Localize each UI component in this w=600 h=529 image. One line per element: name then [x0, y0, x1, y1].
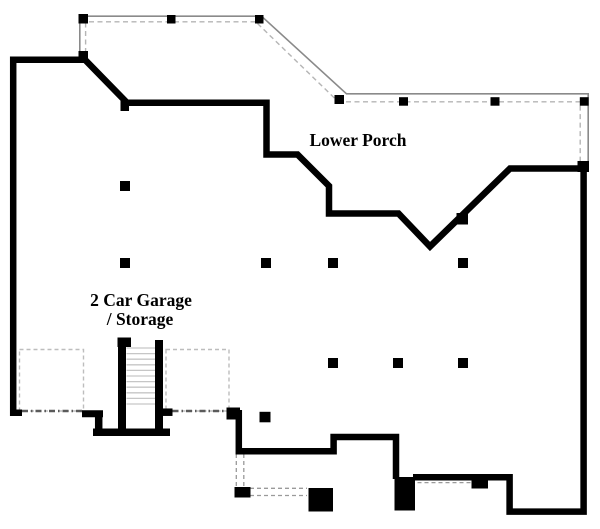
- porch-post: [399, 97, 408, 106]
- porch-post: [78, 51, 88, 60]
- porch-post: [167, 15, 176, 24]
- wall-notch: [120, 101, 129, 111]
- wall-pier-block: [234, 487, 251, 498]
- wall-blocks: [120, 101, 589, 512]
- porch-outer-line: [80, 15, 589, 164]
- porch-inner-dash-diagonal: [257, 22, 338, 102]
- porch-posts: [78, 14, 589, 106]
- stair-treads: [126, 347, 155, 405]
- wall-pier-block: [308, 488, 333, 512]
- exterior-walls: [9, 56, 587, 515]
- pier: [261, 258, 271, 268]
- lower-porch-label: Lower Porch: [309, 130, 406, 150]
- garage-stair-walls: [82, 337, 173, 436]
- garage-door-zone-right: [165, 348, 230, 412]
- outer-wall-main: [9, 56, 587, 515]
- porch-post: [334, 95, 344, 104]
- pier: [393, 358, 403, 368]
- garage-label-line2: / Storage: [106, 309, 174, 329]
- porch-post: [78, 14, 88, 24]
- pier: [120, 181, 130, 191]
- pier: [456, 213, 468, 225]
- garage-label-line1: 2 Car Garage: [90, 290, 192, 310]
- porch-post: [255, 15, 264, 24]
- pier: [120, 258, 130, 268]
- pier: [458, 358, 468, 368]
- room-labels: Lower Porch 2 Car Garage / Storage: [90, 130, 407, 329]
- wall-pier-block: [394, 477, 415, 511]
- structural-piers: [120, 181, 488, 489]
- pier: [328, 358, 338, 368]
- outer-wall-bottom-steps: [235, 410, 400, 479]
- pier: [259, 411, 271, 423]
- stair-wall-cap: [117, 337, 131, 347]
- wall-corner-block: [577, 161, 589, 172]
- pier: [471, 474, 488, 489]
- pier: [328, 258, 338, 268]
- garage-door-zone-left: [18, 348, 85, 412]
- pier: [458, 258, 468, 268]
- wall-corner-block: [226, 407, 240, 420]
- porch-post: [490, 97, 500, 106]
- porch-post: [579, 97, 589, 106]
- under-house-dashed-lines: [235, 454, 472, 497]
